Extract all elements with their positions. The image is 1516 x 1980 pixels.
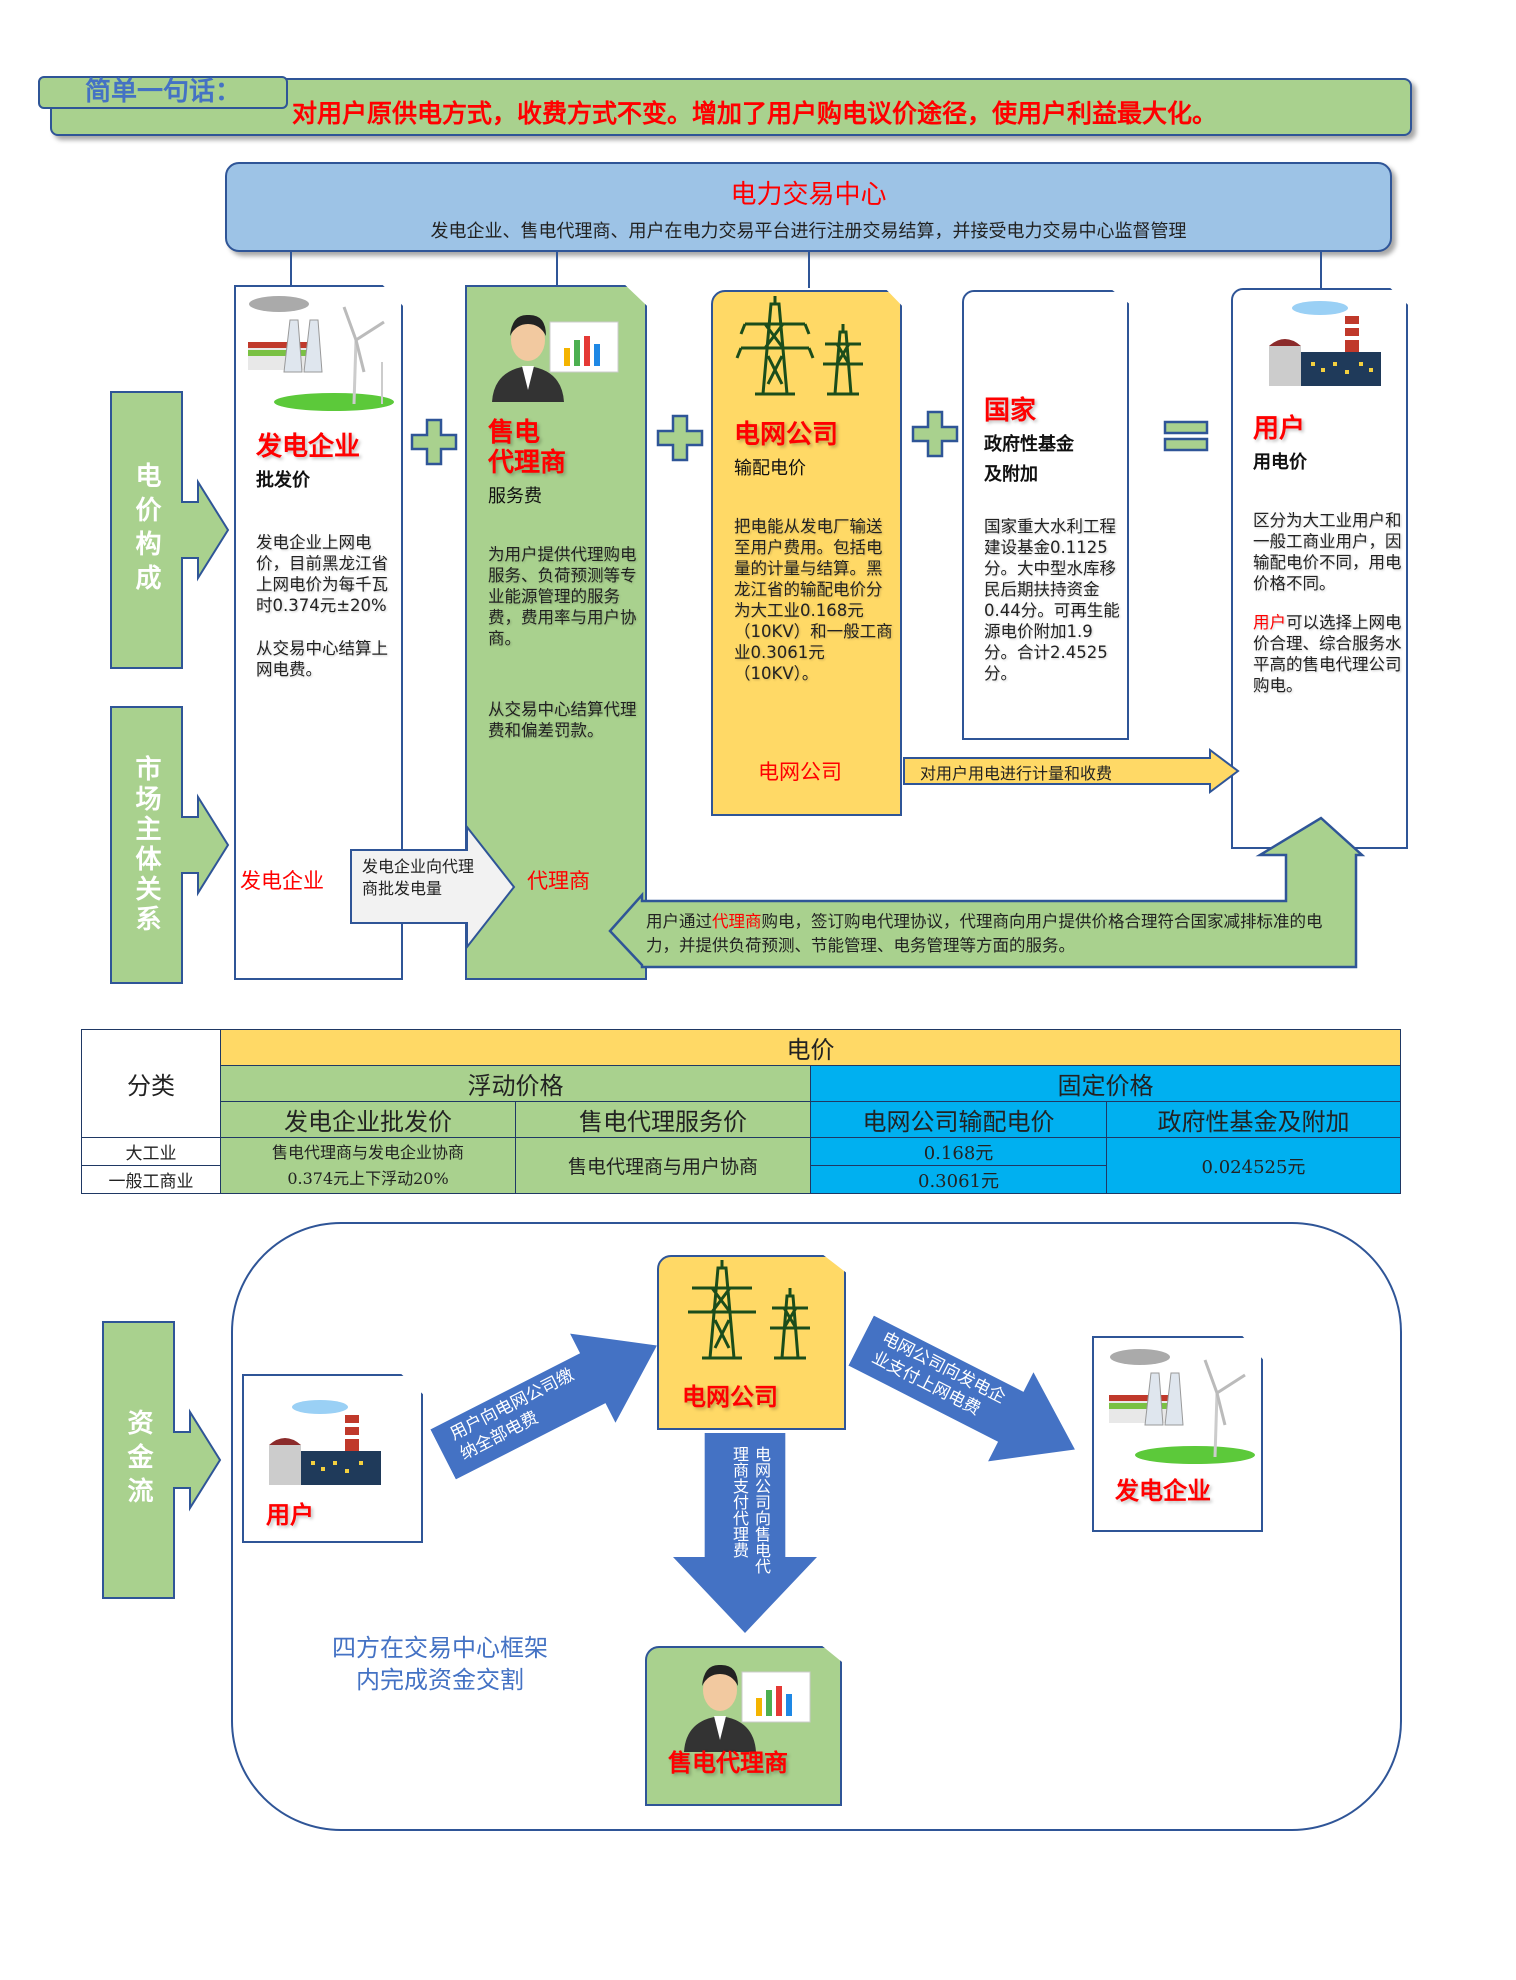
summary-label: 简单一句话：: [38, 76, 288, 109]
fund-generator-label: 发电企业: [1115, 1477, 1211, 1505]
state-text: 国家 政府性基金 及附加 国家重大水利工程建设基金0.1125分。大中型水库移民…: [984, 396, 1124, 684]
agent-service-arrow-shape: [608, 816, 1366, 969]
trading-center-title: 电力交易中心: [730, 180, 887, 210]
grid-column: [711, 290, 902, 816]
fund-agent-label: 售电代理商: [668, 1749, 788, 1777]
agent-body: 为用户提供代理购电服务、负荷预测等专业能源管理的服务费，费用率与用户协商。: [488, 545, 637, 648]
equals-icon: [1163, 420, 1209, 452]
wholesale-arrow-shape: [350, 825, 516, 950]
grid-subtitle: 输配电价: [734, 458, 806, 479]
market-generator-label: 发电企业: [240, 869, 324, 893]
side-arrow-shape: [110, 706, 230, 984]
grid-title: 电网公司: [734, 420, 839, 450]
fund-flow-frame: [231, 1222, 1402, 1831]
fund-grid-label: 电网公司: [682, 1383, 778, 1411]
generator-title: 发电企业: [256, 432, 361, 462]
summary-text: 对用户原供电方式，收费方式不变。增加了用户购电议价途径，使用户利益最大化。: [292, 99, 1218, 128]
state-body: 国家重大水利工程建设基金0.1125分。大中型水库移民后期扶持资金0.44分。可…: [984, 517, 1120, 683]
market-grid-label: 电网公司: [758, 760, 842, 784]
table-grid-large: 0.168元: [810, 1137, 1107, 1166]
connector-line: [808, 252, 810, 288]
table-top-header: 电价: [220, 1029, 1401, 1066]
agent-text: 售电 代理商 服务费 为用户提供代理购电服务、负荷预测等专业能源管理的服务费，费…: [488, 418, 638, 741]
table-gen-cell: 售电代理商与发电企业协商 0.374元上下浮动20%: [220, 1137, 516, 1194]
fund-flow-caption: 四方在交易中心框架 内完成资金交割: [300, 1632, 580, 1696]
plus-icon: [911, 410, 959, 458]
fund-generator-card: [1092, 1336, 1263, 1532]
market-agent-label: 代理商: [527, 869, 590, 893]
price-table: 分类 电价 浮动价格 固定价格 发电企业批发价 售电代理服务价 电网公司输配电价…: [81, 1029, 1401, 1194]
fund-caption-line2: 内完成资金交割: [356, 1666, 524, 1694]
grid-text: 电网公司 输配电价 把电能从发电厂输送至用户费用。包括电量的计量与结算。黑龙江省…: [734, 420, 894, 684]
user-body: 区分为大工业用户和一般工商业用户，因输配电价不同，用电价格不同。: [1253, 511, 1402, 593]
table-header: 电网公司输配电价: [810, 1101, 1107, 1138]
state-subtitle-line2: 及附加: [984, 464, 1038, 485]
table-fixed-header: 固定价格: [810, 1065, 1401, 1102]
factory-icon: [269, 1400, 381, 1485]
grid-body: 把电能从发电厂输送至用户费用。包括电量的计量与结算。黑龙江省的输配电价分为大工业…: [734, 517, 893, 683]
fund-caption-line1: 四方在交易中心框架: [332, 1634, 548, 1662]
trading-center-box: 电力交易中心 发电企业、售电代理商、用户在电力交易平台进行注册交易结算，并接受电…: [225, 162, 1392, 252]
connector-line: [290, 252, 292, 288]
fund-grid-card: [657, 1255, 846, 1430]
business-person-icon: [684, 1664, 811, 1752]
side-arrow-shape: [102, 1321, 222, 1599]
agent-service-pre: 用户通过: [646, 912, 712, 931]
table-row-label: 大工业: [81, 1137, 221, 1166]
state-subtitle-line1: 政府性基金: [984, 434, 1074, 455]
side-label-price: 电价构成: [131, 462, 161, 598]
side-label-market: 市场主体关系: [131, 755, 161, 935]
generator-subtitle: 批发价: [256, 470, 310, 491]
agent-title-line2: 代理商: [488, 448, 567, 478]
fund-user-label: 用户: [266, 1501, 314, 1529]
user-title: 用户: [1253, 414, 1306, 444]
metering-arrow-text: 对用户用电进行计量和收费: [920, 764, 1113, 783]
agent-service-post: 购电，签订购电代理协议，代理商向用户提供价格合理符合国家减排标准的电力，并提供负…: [646, 912, 1323, 955]
table-header: 售电代理服务价: [515, 1101, 811, 1138]
table-grid-general: 0.3061元: [810, 1165, 1107, 1194]
gen-cell-line1: 售电代理商与发电企业协商: [271, 1142, 464, 1162]
user-subtitle: 用电价: [1253, 452, 1307, 473]
table-agent-cell: 售电代理商与用户协商: [515, 1137, 811, 1194]
trading-center-desc: 发电企业、售电代理商、用户在电力交易平台进行注册交易结算，并接受电力交易中心监督…: [430, 221, 1187, 242]
agent-settlement: 从交易中心结算代理费和偏差罚款。: [488, 700, 637, 740]
factory-icon: [1269, 301, 1381, 386]
gen-cell-line2: 0.374元上下浮动20%: [287, 1168, 449, 1188]
state-title: 国家: [984, 396, 1037, 426]
agent-subtitle: 服务费: [488, 486, 542, 507]
transmission-tower-icon: [688, 1260, 810, 1360]
power-plant-wind-icon: [1109, 1349, 1255, 1464]
business-person-icon: [492, 314, 619, 402]
metering-arrow-shape: [903, 748, 1240, 794]
table-header: 政府性基金及附加: [1106, 1101, 1401, 1138]
user-choice: 用户可以选择上网电价合理、综合服务水平高的售电代理公司购电。: [1253, 612, 1403, 696]
user-highlight: 用户: [1253, 613, 1286, 632]
side-label-fund: 资金流: [123, 1409, 153, 1511]
transmission-tower-icon: [735, 296, 863, 396]
plus-icon: [410, 418, 458, 466]
side-arrow-shape: [110, 391, 230, 669]
generator-text: 发电企业 批发价 发电企业上网电价，目前黑龙江省上网电价为每千瓦时0.374元±…: [256, 432, 396, 680]
plus-icon: [656, 414, 704, 462]
table-header: 发电企业批发价: [220, 1101, 516, 1138]
table-fund-cell: 0.024525元: [1106, 1137, 1401, 1194]
agent-service-highlight: 代理商: [712, 912, 762, 931]
table-corner: 分类: [81, 1029, 221, 1138]
connector-line: [1320, 252, 1322, 288]
table-floating-header: 浮动价格: [220, 1065, 811, 1102]
agent-service-arrow-text: 用户通过代理商购电，签订购电代理协议，代理商向用户提供价格合理符合国家减排标准的…: [646, 910, 1326, 958]
power-plant-wind-icon: [248, 296, 394, 411]
user-text: 用户 用电价 区分为大工业用户和一般工商业用户，因输配电价不同，用电价格不同。 …: [1253, 414, 1403, 696]
generator-body: 发电企业上网电价，目前黑龙江省上网电价为每千瓦时0.374元±20%: [256, 533, 388, 615]
wholesale-arrow-text: 发电企业向代理商批发电量: [362, 857, 475, 898]
agent-title-line1: 售电: [488, 418, 541, 448]
state-column: [962, 290, 1129, 740]
table-row-label: 一般工商业: [81, 1165, 221, 1194]
arrow-grid-to-agent-text: 电网公司向售电代理商支付代理费: [730, 1446, 771, 1574]
connector-line: [556, 252, 558, 288]
user-choice-text: 可以选择上网电价合理、综合服务水平高的售电代理公司购电。: [1253, 613, 1402, 695]
generator-settlement: 从交易中心结算上网电费。: [256, 639, 388, 679]
